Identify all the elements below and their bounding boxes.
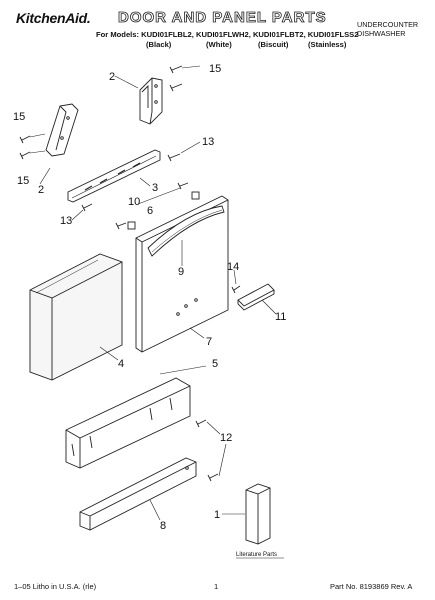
- callout-2-top: 2: [109, 71, 115, 83]
- hinge-rail: [67, 149, 161, 203]
- screw-15-top-b: [169, 83, 183, 92]
- color-white: (White): [206, 40, 232, 49]
- door-panel-left: [29, 253, 123, 381]
- footer-print-info: 1–05 Litho in U.S.A. (rle): [14, 582, 97, 591]
- callout-10: 10: [128, 196, 140, 208]
- callout-9: 9: [178, 266, 184, 278]
- screw-15-left-a: [19, 135, 31, 144]
- callout-2-left: 2: [38, 184, 44, 196]
- screw-12-lower: [207, 473, 219, 482]
- callout-14: 14: [227, 261, 239, 273]
- callout-5: 5: [212, 358, 218, 370]
- callout-4: 4: [118, 358, 124, 370]
- outer-door-panel: [135, 195, 229, 353]
- screw-14: [231, 285, 241, 294]
- door-handle: [147, 205, 225, 257]
- hinge-bracket-top: [139, 77, 163, 125]
- literature-parts-label: Literature Parts: [236, 552, 277, 558]
- callout-15-left-a: 15: [13, 111, 25, 123]
- callout-8: 8: [160, 520, 166, 532]
- callout-6: 6: [147, 205, 153, 217]
- screw-13-right: [167, 153, 181, 162]
- screw-12-upper: [195, 419, 207, 428]
- product-line-2: DISHWASHER: [357, 28, 406, 38]
- callout-15-top: 15: [209, 63, 221, 75]
- callout-13-right: 13: [202, 136, 214, 148]
- toe-panel: [65, 377, 191, 469]
- callout-12: 12: [220, 432, 232, 444]
- screw-10: [115, 182, 189, 230]
- callout-3: 3: [152, 182, 158, 194]
- footer-page-number: 1: [214, 582, 219, 591]
- footer-part-number: Part No. 8193869 Rev. A: [330, 582, 413, 591]
- screw-13-left: [81, 203, 93, 212]
- product-type: UNDERCOUNTER DISHWASHER: [357, 20, 419, 38]
- callout-1: 1: [214, 509, 220, 521]
- product-line-1: UNDERCOUNTER: [357, 20, 419, 29]
- callout-15-left-b: 15: [17, 175, 29, 187]
- color-black: (Black): [146, 40, 172, 49]
- hinge-bracket-left: [45, 103, 79, 157]
- literature-booklet: [245, 483, 271, 545]
- kick-plate-strip: [79, 457, 197, 531]
- screw-15-left-b: [19, 151, 31, 160]
- models-line: For Models: KUDI01FLBL2, KUDI01FLWH2, KU…: [96, 30, 359, 39]
- brand-logo: KitchenAid.: [16, 10, 91, 26]
- control-cover: [237, 283, 275, 311]
- callout-11: 11: [275, 311, 286, 323]
- color-biscuit: (Biscuit): [258, 40, 289, 49]
- color-stainless: (Stainless): [308, 40, 347, 49]
- screw-15-top-a: [169, 65, 183, 74]
- page-title: DOOR AND PANEL PARTS: [118, 9, 327, 27]
- callout-7: 7: [206, 336, 212, 348]
- clip-6: [127, 191, 200, 230]
- callout-13-left: 13: [60, 215, 72, 227]
